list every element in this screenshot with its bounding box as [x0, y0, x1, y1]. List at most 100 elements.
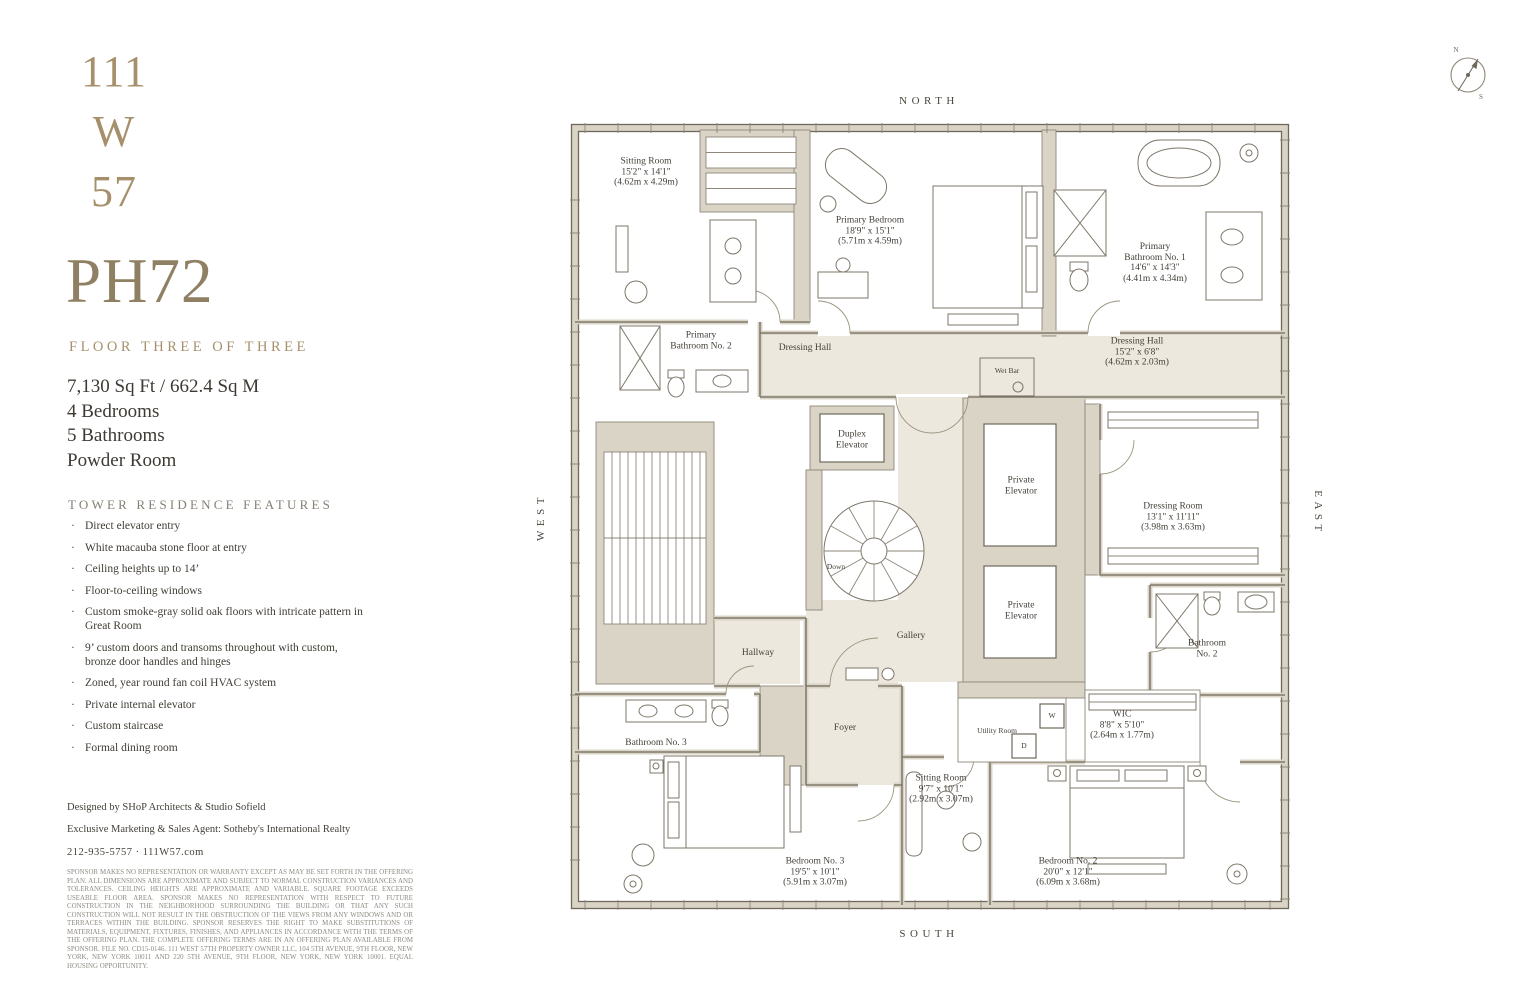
direction-south: SOUTH [899, 928, 959, 940]
logo-line-1: 111 [81, 47, 147, 96]
private-elevator-cab-lower [983, 565, 1057, 659]
circulation-shading [714, 336, 1285, 785]
room-label-primary-bathroom-2: Primary Bathroom No. 2 [670, 331, 731, 352]
room-name: WIC [1112, 709, 1132, 720]
room-label-primary-bedroom: Primary Bedroom 18'9" x 15'1" (5.71m x 4… [836, 215, 904, 247]
elevator-cabs [819, 413, 1057, 659]
room-dims-ft: 18'9" x 15'1" [845, 225, 895, 236]
room-name: Elevator [835, 440, 869, 450]
feature-item: Custom staircase [68, 719, 368, 733]
agent-credit: Exclusive Marketing & Sales Agent: Sothe… [67, 824, 351, 835]
furniture-fixtures [615, 139, 1275, 894]
feature-item: Ceiling heights up to 14’ [68, 562, 368, 576]
dryer-label: D [1021, 740, 1027, 751]
room-name: Bedroom No. 3 [785, 856, 845, 867]
compass-s-label: S [1479, 93, 1483, 101]
legal-disclaimer: SPONSOR MAKES NO REPRESENTATION OR WARRA… [67, 869, 413, 971]
room-name: Primary [685, 330, 717, 341]
room-label-private-elevator-lower: Private Elevator [1005, 601, 1037, 622]
room-label-bathroom-3: Bathroom No. 3 [625, 738, 686, 749]
room-dims-m: (2.64m x 1.77m) [1090, 730, 1154, 741]
room-name: Bathroom No. 1 [1124, 252, 1186, 263]
room-name: Bathroom [1188, 638, 1226, 649]
feature-item: Direct elevator entry [68, 519, 368, 533]
room-name: Dressing Hall [778, 342, 832, 353]
room-label-down: Down [826, 561, 846, 572]
room-dims-m: (4.62m x 4.29m) [614, 177, 678, 188]
room-name: Duplex [838, 429, 866, 440]
appliance-letter: D [1021, 740, 1027, 750]
room-label-bathroom-2: Bathroom No. 2 [1188, 639, 1226, 660]
room-label-bedroom-3: Bedroom No. 3 19'5" x 10'1" (5.91m x 3.0… [783, 856, 847, 888]
room-name: Primary Bedroom [835, 215, 905, 226]
room-label-bedroom-2: Bedroom No. 2 20'0" x 12'1" (6.09m x 3.6… [1036, 856, 1100, 888]
compass-needle-tip [1471, 59, 1478, 69]
room-label-private-elevator-upper: Private Elevator [1005, 476, 1037, 497]
room-name: Utility Room [977, 725, 1017, 735]
direction-north: NORTH [899, 95, 959, 107]
features-list: Direct elevator entry White macauba ston… [68, 519, 368, 762]
room-dims-ft: 8'8" x 5'10" [1099, 719, 1145, 730]
room-label-duplex-elevator: Duplex Elevator [836, 430, 868, 451]
room-label-utility-room: Utility Room [977, 725, 1017, 736]
washer-label: W [1048, 710, 1056, 721]
feature-item: Private internal elevator [68, 698, 368, 712]
room-name: No. 2 [1196, 649, 1218, 659]
room-dims-ft: 15'2" x 14'1" [621, 166, 671, 177]
room-name: Bathroom No. 2 [670, 341, 732, 351]
washer-box [1039, 703, 1065, 729]
room-dims-ft: 14'6" x 14'3" [1130, 263, 1180, 273]
room-dims-m: (5.91m x 3.07m) [783, 877, 847, 888]
stat-area: 7,130 Sq Ft / 662.4 Sq M [67, 376, 260, 397]
main-staircase [603, 451, 707, 625]
unit-stats: 7,130 Sq Ft / 662.4 Sq M 4 Bedrooms 5 Ba… [67, 375, 259, 473]
room-dims-m: (4.41m x 4.34m) [1123, 273, 1187, 284]
room-name: Wet Bar [994, 365, 1020, 375]
stat-bathrooms: 5 Bathrooms [67, 425, 165, 446]
feature-item: Formal dining room [68, 741, 368, 755]
room-name: Hallway [741, 647, 775, 658]
feature-item: White macauba stone floor at entry [68, 541, 368, 555]
room-label-sitting-room-2: Sitting Room 9'7" x 10'1" (2.92m x 3.07m… [909, 773, 973, 805]
stat-powder-room: Powder Room [67, 449, 177, 471]
direction-west: WEST [535, 493, 547, 541]
room-label-wet-bar: Wet Bar [994, 365, 1020, 376]
room-dims-ft: 19'5" x 10'1" [790, 866, 840, 877]
room-name: Sitting Room [620, 156, 672, 167]
room-label-primary-bathroom-1: Primary Bathroom No. 1 14'6" x 14'3" (4.… [1123, 242, 1187, 284]
room-name: Elevator [1004, 611, 1038, 621]
room-label-sitting-room-1: Sitting Room 15'2" x 14'1" (4.62m x 4.29… [614, 156, 678, 188]
room-label-hallway: Hallway [742, 648, 774, 659]
feature-item: Floor-to-ceiling windows [68, 584, 368, 598]
unit-name: PH72 [66, 246, 214, 316]
room-name: Bedroom No. 2 [1038, 856, 1098, 867]
feature-item: 9’ custom doors and transoms throughout … [68, 641, 368, 669]
room-name: Elevator [1004, 486, 1038, 496]
stair-direction: Down [826, 561, 846, 571]
direction-east: EAST [1312, 490, 1324, 536]
room-dims-ft: 9'7" x 10'1" [918, 783, 964, 794]
contact-line: 212-935-5757 · 111W57.com [67, 847, 204, 858]
outer-wall [570, 123, 1290, 910]
logo-line-2: W [92, 107, 136, 156]
duplex-elevator-cab [819, 413, 885, 463]
private-elevator-cab-upper [983, 423, 1057, 547]
room-dims-m: (4.62m x 2.03m) [1105, 357, 1169, 368]
compass-pivot [1466, 73, 1470, 77]
room-dims-m: (5.71m x 4.59m) [838, 236, 902, 247]
room-dims-m: (2.92m x 3.07m) [909, 794, 973, 805]
room-name: Private [1007, 475, 1035, 486]
floor-plan-drawing [570, 123, 1290, 910]
room-name: Sitting Room [915, 773, 967, 784]
spiral-staircase [823, 500, 925, 602]
room-dims-ft: 13'1" x 11'11" [1146, 511, 1200, 522]
window-ticks [570, 123, 1290, 910]
room-name: Dressing Hall [1110, 336, 1164, 347]
room-name: Gallery [896, 630, 926, 641]
room-name: Dressing Room [1143, 501, 1203, 512]
appliance-letter: W [1048, 710, 1056, 720]
room-name: Private [1007, 600, 1035, 611]
room-name: Primary [1139, 242, 1171, 252]
feature-item: Zoned, year round fan coil HVAC system [68, 676, 368, 690]
feature-item: Custom smoke-gray solid oak floors with … [68, 605, 368, 633]
